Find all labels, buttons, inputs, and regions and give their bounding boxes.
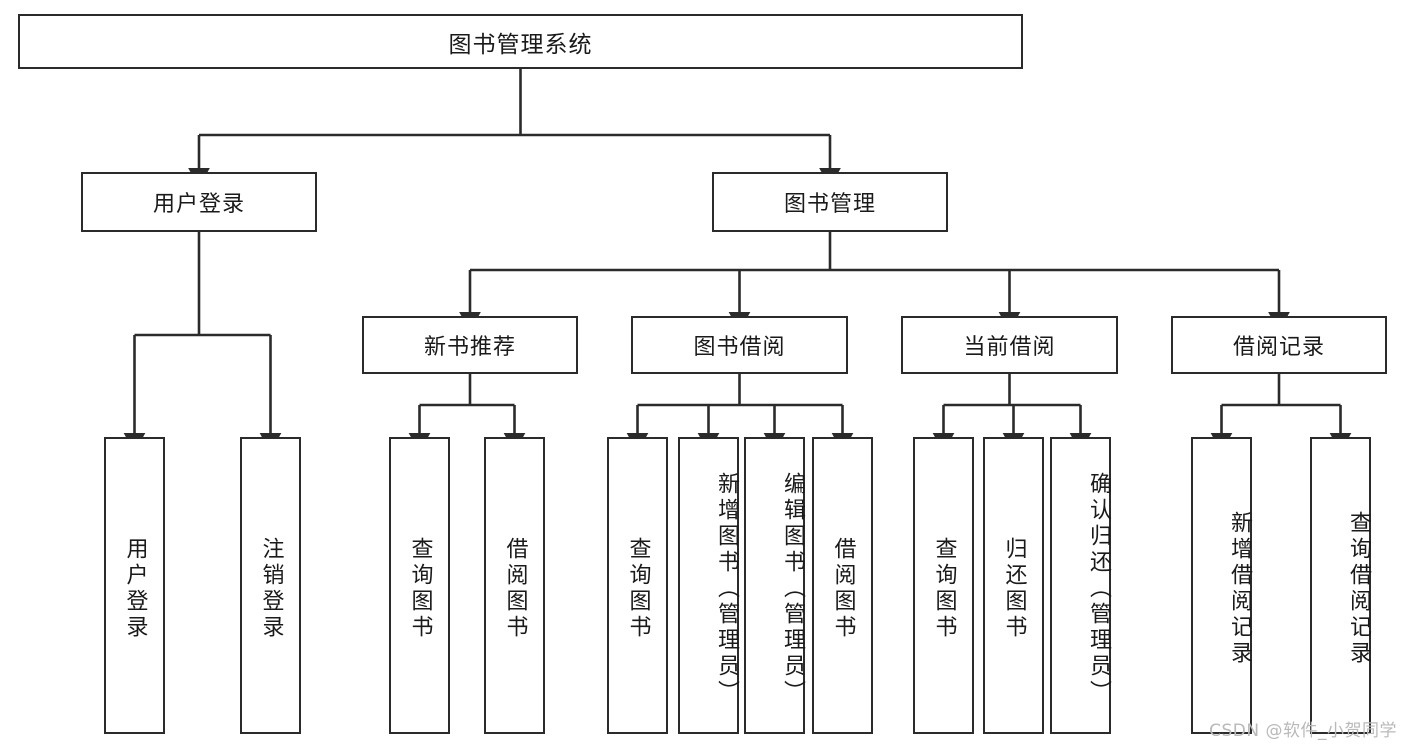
node-borrow-book-1-label: 借阅图书 [502, 536, 528, 641]
node-borrow-record-label: 借阅记录 [1232, 335, 1325, 360]
node-add-book[interactable]: 新增图书（管理员） [678, 437, 739, 734]
node-confirm-return[interactable]: 确认归还（管理员） [1050, 437, 1111, 734]
node-query-book-3-label: 查询图书 [931, 536, 957, 641]
node-new-book-recommend-label: 新书推荐 [423, 335, 516, 360]
tree-edges [123, 69, 1352, 453]
node-borrow-book-2-label: 借阅图书 [830, 536, 856, 641]
node-user-login-label: 用户登录 [152, 192, 245, 217]
node-book-management[interactable]: 图书管理 [712, 172, 948, 232]
watermark: CSDN @软件_小贺同学 [1209, 721, 1397, 741]
node-borrow-record[interactable]: 借阅记录 [1171, 316, 1387, 374]
node-return-book-label: 归还图书 [1001, 536, 1027, 641]
node-edit-book-label: 编辑图书（管理员） [780, 471, 805, 706]
node-add-borrow-record[interactable]: 新增借阅记录 [1191, 437, 1252, 734]
node-query-book-3[interactable]: 查询图书 [913, 437, 974, 734]
node-add-book-label: 新增图书（管理员） [714, 471, 739, 706]
node-user-login[interactable]: 用户登录 [81, 172, 317, 232]
node-query-book-2-label: 查询图书 [625, 536, 651, 641]
node-user-logout-leaf[interactable]: 注销登录 [240, 437, 301, 734]
node-borrow-book-2[interactable]: 借阅图书 [812, 437, 873, 734]
node-root-label: 图书管理系统 [448, 31, 593, 58]
node-user-login-leaf[interactable]: 用户登录 [104, 437, 165, 734]
node-query-book-2[interactable]: 查询图书 [607, 437, 668, 734]
node-add-borrow-record-label: 新增借阅记录 [1227, 510, 1252, 667]
node-book-management-label: 图书管理 [783, 192, 876, 217]
node-query-book-1-label: 查询图书 [407, 536, 433, 641]
node-user-login-leaf-label: 用户登录 [122, 536, 148, 641]
node-query-book-1[interactable]: 查询图书 [389, 437, 450, 734]
node-borrow-book-1[interactable]: 借阅图书 [484, 437, 545, 734]
node-book-borrow-label: 图书借阅 [693, 335, 786, 360]
node-root[interactable]: 图书管理系统 [18, 14, 1023, 69]
node-confirm-return-label: 确认归还（管理员） [1086, 471, 1111, 706]
node-book-borrow[interactable]: 图书借阅 [631, 316, 848, 374]
node-edit-book[interactable]: 编辑图书（管理员） [744, 437, 805, 734]
node-query-borrow-record[interactable]: 查询借阅记录 [1310, 437, 1371, 734]
node-current-borrow[interactable]: 当前借阅 [901, 316, 1118, 374]
node-new-book-recommend[interactable]: 新书推荐 [362, 316, 578, 374]
node-query-borrow-record-label: 查询借阅记录 [1346, 510, 1371, 667]
node-current-borrow-label: 当前借阅 [963, 335, 1056, 360]
node-user-logout-leaf-label: 注销登录 [258, 536, 284, 641]
node-return-book[interactable]: 归还图书 [983, 437, 1044, 734]
